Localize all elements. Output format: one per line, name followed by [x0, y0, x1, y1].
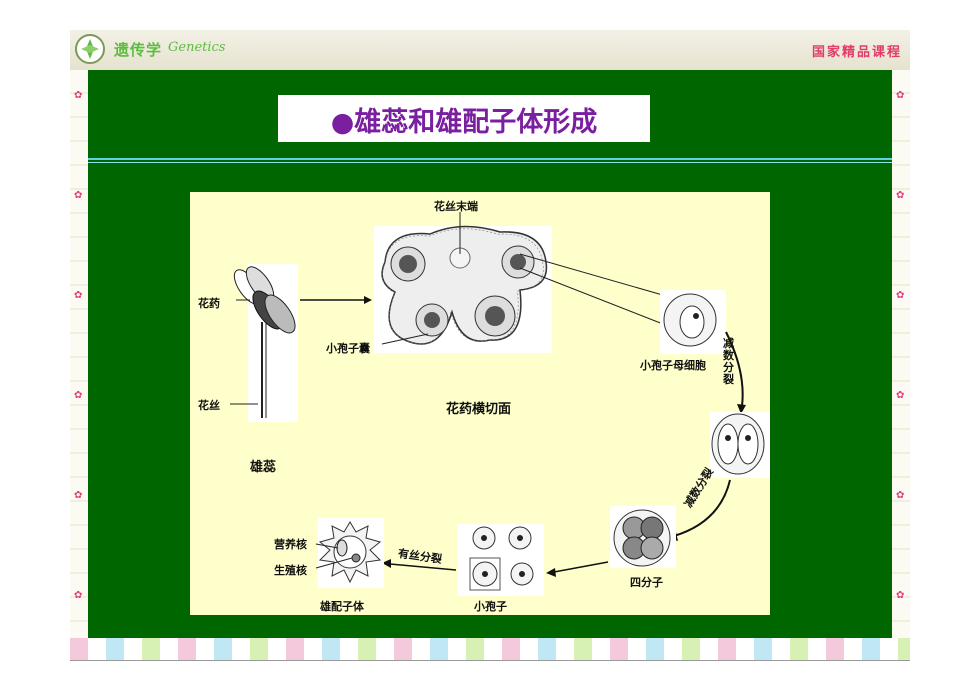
- label-meiosis-1: 减数分裂: [723, 337, 734, 386]
- right-border: ✿ ✿ ✿ ✿ ✿ ✿: [892, 70, 910, 640]
- stamen-illustration: [230, 264, 298, 422]
- flower-icon: ✿: [74, 90, 83, 101]
- dyad-cell: [710, 412, 770, 478]
- course-label: 国家精品课程: [811, 45, 902, 60]
- microspores: [458, 524, 544, 596]
- brand-name: 遗传学: [114, 41, 163, 59]
- stamen-diagram: [230, 212, 770, 596]
- title-box: ●雄蕊和雄配子体形成: [278, 95, 650, 142]
- label-filament: 花丝: [198, 399, 220, 412]
- label-filament-tip: 花丝末端: [434, 200, 478, 213]
- label-microsporangium: 小孢子囊: [326, 342, 370, 355]
- label-generative-nucleus: 生殖核: [274, 564, 307, 577]
- bottom-decor-strip: [70, 638, 910, 660]
- label-stamen: 雄蕊: [250, 460, 277, 475]
- flower-icon: ✿: [896, 490, 905, 501]
- label-male-gametophyte: 雄配子体: [320, 600, 364, 613]
- anther-cross-section: [374, 212, 552, 353]
- slide-title: ●雄蕊和雄配子体形成: [330, 107, 598, 138]
- bottom-rule: [70, 660, 910, 661]
- figure-panel: 花丝末端 花药 花丝 雄蕊 小孢子囊 花药横切面 小孢子母细胞 减数分裂 减数分…: [190, 192, 770, 615]
- flower-icon: ✿: [74, 190, 83, 201]
- emblem-icon: [75, 34, 105, 64]
- flower-icon: ✿: [896, 390, 905, 401]
- left-border: ✿ ✿ ✿ ✿ ✿ ✿: [70, 70, 88, 640]
- flower-icon: ✿: [74, 490, 83, 501]
- flower-icon: ✿: [74, 390, 83, 401]
- label-anther: 花药: [198, 297, 220, 310]
- flower-icon: ✿: [896, 590, 905, 601]
- label-microspore-mother-cell: 小孢子母细胞: [640, 359, 706, 372]
- microspore-mother-cell: [660, 290, 726, 354]
- label-tetrad: 四分子: [630, 576, 663, 589]
- title-rule-thin: [88, 162, 892, 163]
- label-anther-cross-section: 花药横切面: [446, 402, 512, 417]
- flower-icon: ✿: [896, 90, 905, 101]
- label-microspore: 小孢子: [474, 600, 507, 613]
- male-gametophyte-cell: [315, 518, 384, 588]
- header-strip: 遗传学 Genetics 国家精品课程: [70, 30, 910, 71]
- brand-script: Genetics: [168, 40, 226, 55]
- flower-icon: ✿: [74, 290, 83, 301]
- tetrad-cell: [610, 506, 676, 568]
- flower-icon: ✿: [896, 190, 905, 201]
- flower-icon: ✿: [74, 590, 83, 601]
- title-rule: [88, 158, 892, 160]
- label-vegetative-nucleus: 营养核: [274, 538, 307, 551]
- flower-icon: ✿: [896, 290, 905, 301]
